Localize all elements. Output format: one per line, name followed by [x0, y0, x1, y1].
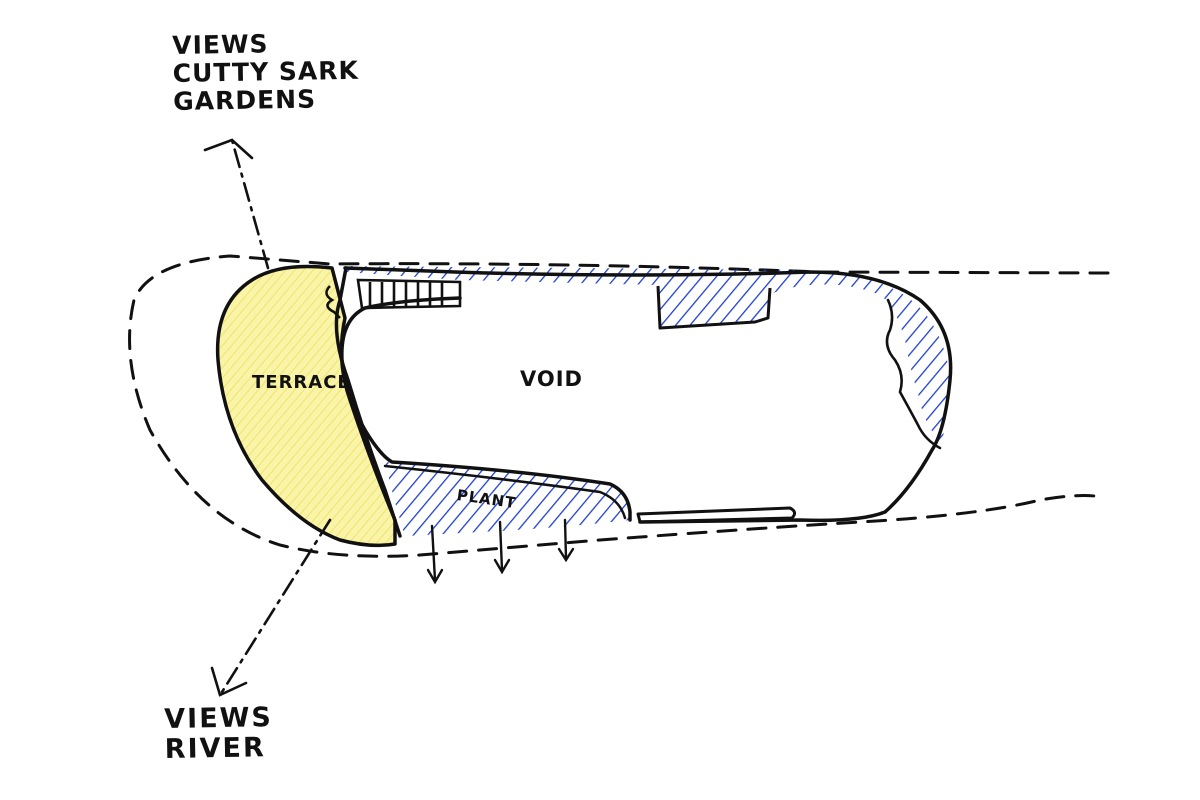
views-river-line-1: VIEWS — [163, 702, 274, 735]
view-line-river — [210, 518, 332, 697]
exhaust-arrows — [426, 518, 575, 585]
void-label: VOID — [520, 367, 583, 391]
view-line-gardens — [203, 138, 270, 270]
void-inner-wall-2 — [383, 464, 627, 520]
views-gardens-line-2: CUTTY SARK — [172, 55, 360, 88]
site-boundary-dashed — [128, 254, 1110, 558]
views-gardens-line-3: GARDENS — [172, 84, 317, 116]
views-river-label: VIEWS RIVER — [163, 702, 274, 766]
core-notch-outline — [656, 285, 772, 330]
north-hatched-zone — [344, 266, 950, 445]
south-window — [636, 506, 797, 524]
void-outline — [343, 266, 953, 524]
plant-zone — [385, 462, 630, 536]
views-gardens-label: VIEWS CUTTY SARK GARDENS — [172, 29, 360, 116]
east-edge-detail — [885, 298, 942, 450]
views-river-line-2: RIVER — [164, 732, 267, 766]
terrace-label: TERRACE — [252, 372, 351, 393]
stair — [325, 278, 462, 319]
